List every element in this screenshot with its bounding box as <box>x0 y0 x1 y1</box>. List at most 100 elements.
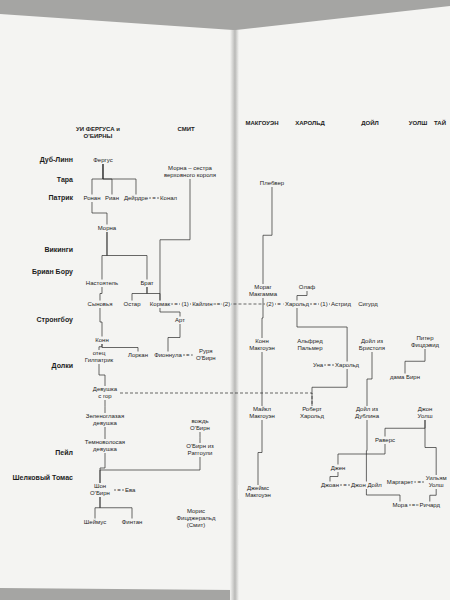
name-text: Альфред Пальмер <box>294 338 326 352</box>
person-name: Уильям Уолш <box>424 475 448 489</box>
person-name: Харольд <box>284 301 310 308</box>
lineage-line <box>405 349 425 374</box>
person-name: вождь О'Бирн <box>182 418 218 432</box>
name-text: Дойл из Бристоля <box>356 338 388 352</box>
person-name: Морна <box>97 225 117 232</box>
name-text: Конал <box>160 195 177 202</box>
name-text: Руря О'Бирн <box>194 348 218 362</box>
lineage-line <box>312 369 347 407</box>
person-name: Морна – сестра верховного короля <box>158 165 222 179</box>
person-name: Джоан <box>320 482 340 489</box>
person-name: отец Гилпатрик <box>83 350 115 364</box>
person-name: Питер Фицдэвид <box>408 335 442 349</box>
marriage-sign: = <box>151 195 157 202</box>
marriage-sign: = <box>185 352 191 359</box>
name-text: Джон Дойл <box>351 482 382 489</box>
marriage-sign: = <box>173 301 179 308</box>
name-text: Ронан <box>83 195 100 202</box>
lineage-line <box>99 364 105 386</box>
lineage-line <box>367 352 372 406</box>
name-text: Фионнула <box>154 352 182 359</box>
name-text: Астрид <box>331 301 351 308</box>
name-text: Кормак <box>150 301 170 308</box>
person-name: Мора <box>391 502 408 509</box>
name-text: вождь О'Бирн <box>183 418 217 432</box>
name-text: отец Гилпатрик <box>84 350 114 364</box>
column-header: УОЛШ <box>408 120 428 127</box>
marriage-number: (1) <box>180 301 189 308</box>
lineage-line <box>262 352 263 406</box>
person-name: Финтан <box>121 519 144 526</box>
lineage-line <box>100 453 105 483</box>
marriage-sign: = <box>416 479 422 486</box>
name-text: Морна <box>98 225 116 232</box>
lineage-line <box>103 164 136 195</box>
name-text: Джон Уолш <box>415 406 435 420</box>
lineage-line <box>385 420 425 437</box>
name-text: Раверс <box>375 437 395 444</box>
lineage-line <box>366 489 400 502</box>
era-label: Пейл <box>54 449 74 457</box>
person-name: Конн Макгоуэн <box>242 338 282 352</box>
name-text: О'Бирн из Ратгоули <box>182 443 218 457</box>
column-header: ТАЙ <box>433 120 447 127</box>
lineage-line <box>297 291 307 301</box>
person-name: Риан <box>104 195 120 202</box>
lineage-line <box>200 432 201 443</box>
person-name: Джен <box>330 465 347 472</box>
marriage-number: (2) <box>222 301 231 308</box>
name-text: Шеймус <box>84 519 106 526</box>
name-text: Зеленоглазая девушка <box>84 413 126 427</box>
column-header: ХАРОЛЬД <box>294 120 326 127</box>
name-text: Питер Фицдэвид <box>409 335 441 349</box>
era-label: Стронгбоу <box>35 316 74 324</box>
name-text: Настоятель <box>86 280 118 287</box>
name-text: Маргарет <box>387 479 413 486</box>
lineage-line <box>297 308 347 362</box>
era-label: Бриан Бору <box>31 268 74 276</box>
lineage-line <box>258 420 262 485</box>
name-text: Майкл Макгоуэн <box>243 406 281 420</box>
name-text: Уна <box>313 362 323 369</box>
name-text: Олаф <box>299 284 315 291</box>
person-name: Дейрдре <box>123 195 149 202</box>
name-text: Роберт Харольд <box>296 406 328 420</box>
lineage-line <box>160 179 190 301</box>
name-text: Джеймс Макгоуэн <box>239 485 277 499</box>
era-label: Дуб-Линн <box>39 156 74 164</box>
name-text: Харольд <box>285 301 309 308</box>
marriage-sign: = <box>326 362 332 369</box>
lineage-line <box>366 420 368 482</box>
name-text: Конн Макгоуэн <box>243 338 281 352</box>
person-name: Джон Уолш <box>414 406 436 420</box>
column-header: ДОЙЛ <box>360 120 379 127</box>
name-text: Морис Фицджеральд (Смит) <box>173 508 219 529</box>
marriage-sign: = <box>411 502 417 509</box>
left-page <box>0 14 233 590</box>
name-text: Мора <box>392 502 407 509</box>
marriage-number: (2) <box>265 301 274 308</box>
person-name: Уна <box>312 362 324 369</box>
era-label: Викинги <box>43 246 74 254</box>
name-text: Сигурд <box>358 301 378 308</box>
person-name: Маргарет <box>386 479 414 486</box>
person-name: Настоятель <box>85 280 119 287</box>
lineage-line <box>100 287 102 301</box>
person-name: О'Бирн из Ратгоули <box>181 443 219 457</box>
lineage-line <box>132 287 147 301</box>
name-text: Риан <box>105 195 119 202</box>
name-text: Морна – сестра верховного короля <box>159 165 221 179</box>
name-text: Джоан <box>321 482 339 489</box>
lineage-line <box>168 324 180 352</box>
person-name: Раверс <box>374 437 396 444</box>
person-name: Дойл из Бристоля <box>355 338 389 352</box>
marriage-sign: = <box>116 487 122 494</box>
right-page <box>236 6 450 600</box>
name-text: Остар <box>123 301 140 308</box>
name-text: Сыновья <box>88 301 113 308</box>
person-name: Роберт Харольд <box>295 406 329 420</box>
person-name: Остар <box>122 301 141 308</box>
lineage-line <box>100 497 132 519</box>
person-name: Мораг Макгамма <box>246 284 280 298</box>
name-text: Харольд <box>335 362 359 369</box>
